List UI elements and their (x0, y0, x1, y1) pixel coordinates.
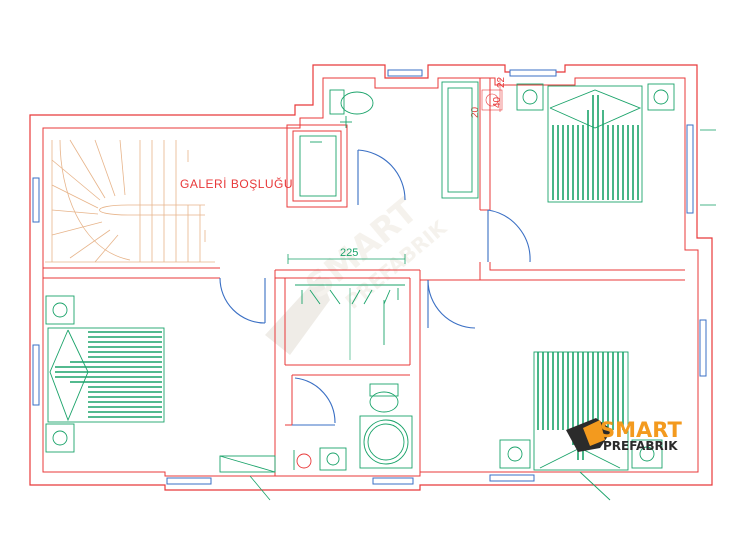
closet (295, 284, 405, 360)
window-right-lower (699, 319, 707, 377)
door-upper-bath (357, 149, 406, 201)
bedroom-left (45, 295, 276, 473)
toilet-tank (369, 383, 399, 397)
corridor-dimension (287, 254, 406, 264)
lower-bath-fixtures (293, 383, 413, 471)
nightstand-left-icon (499, 439, 531, 469)
nightstand-bottom-icon (45, 423, 75, 453)
double-bed (547, 85, 643, 203)
window-left-stair (32, 177, 40, 223)
watermark: SMART PREFABRIK (265, 190, 452, 355)
windows (32, 69, 707, 485)
door-bedroom-left (219, 277, 266, 324)
bedroom-top-right (516, 83, 675, 203)
door-bedroom-right (427, 279, 476, 329)
lower-bath-red-fixture (296, 453, 312, 469)
corridor-dimension-value: 225 (340, 247, 358, 259)
window-top-wc (387, 69, 423, 77)
shower-tray (299, 135, 337, 197)
window-bottom-bath (372, 477, 414, 485)
window-right-upper (686, 124, 694, 214)
interior-walls (43, 78, 685, 476)
nightstand-right-icon (631, 439, 663, 469)
double-bed (533, 351, 629, 471)
doors (219, 149, 531, 426)
nightstand-top-icon (45, 295, 75, 325)
nightstand-right-icon (647, 83, 675, 111)
logo-word-smart: SMART (600, 418, 683, 442)
sink-icon (319, 447, 347, 471)
door-bedroom-top (487, 209, 531, 263)
exterior-walls (29, 64, 713, 491)
double-bed (47, 327, 165, 423)
upper-bath-fixtures (299, 81, 479, 199)
exterior-details (249, 129, 716, 501)
bathtub (441, 81, 479, 199)
small-dimension-1: 20 (470, 106, 481, 118)
radiator-left (219, 455, 276, 473)
nightstand-left-icon (516, 83, 544, 111)
window-bottom-left (166, 477, 212, 485)
small-dimension-2: 40 (492, 96, 503, 108)
shower-corner (359, 415, 413, 469)
staircase (45, 139, 215, 263)
toilet-bowl-icon (369, 391, 399, 413)
toilet-tank (329, 89, 345, 115)
small-dimension-3: 22 (496, 76, 507, 88)
window-top-bedroom (509, 69, 557, 77)
logo-word-prefabrik: PREFABRIK (603, 439, 678, 453)
door-bath-lower (294, 377, 336, 424)
window-left-bedroom (32, 344, 40, 406)
window-bottom-right (489, 474, 535, 482)
brand-logo: SMART PREFABRIK (566, 418, 683, 453)
gallery-void-label: GALERİ BOŞLUĞU (180, 176, 293, 191)
toilet-bowl-icon (340, 91, 374, 115)
small-dimensions (481, 78, 503, 112)
